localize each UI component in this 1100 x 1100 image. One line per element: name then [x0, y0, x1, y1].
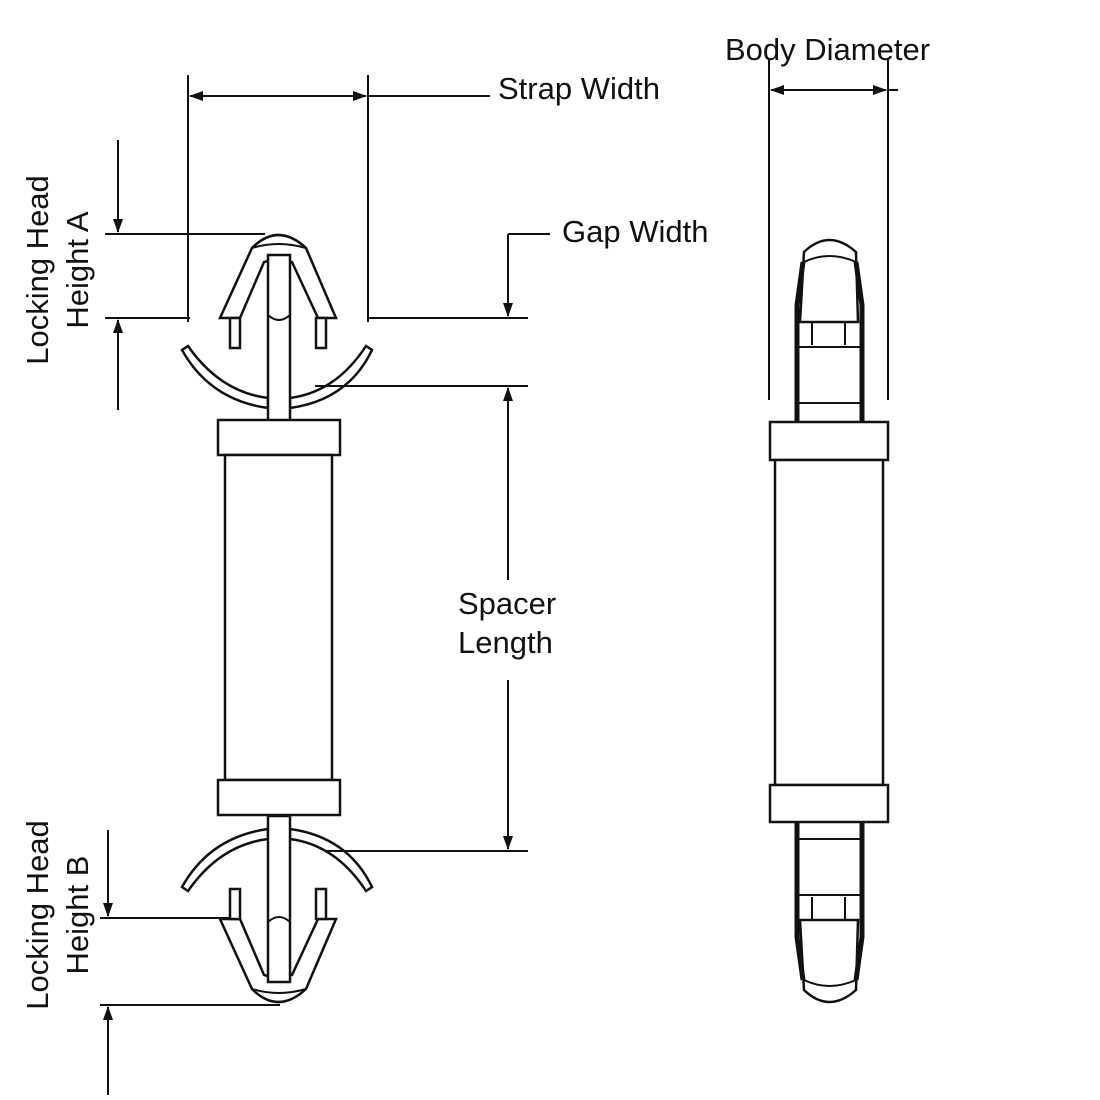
top-locking-head [180, 233, 374, 423]
spacer-length-label-2: Length [458, 625, 553, 660]
head-a-label-1: Locking Head [20, 175, 55, 365]
side-view-spacer [768, 240, 890, 1002]
head-a-label-2: Height A [60, 211, 95, 329]
spacer-body [223, 453, 334, 782]
top-collar [216, 418, 342, 457]
side-top-collar [768, 420, 890, 462]
strap-width-dimension: Strap Width [187, 71, 660, 322]
spacer-length-label-1: Spacer [458, 586, 556, 621]
strap-width-label: Strap Width [498, 71, 660, 106]
bottom-collar [216, 778, 342, 817]
front-view-spacer [180, 233, 374, 1004]
body-diameter-dimension: Body Diameter [725, 32, 930, 400]
gap-width-label: Gap Width [562, 214, 708, 249]
spacer-length-dimension: Spacer Length [315, 385, 556, 852]
side-bottom-collar [768, 783, 890, 824]
body-diameter-label: Body Diameter [725, 32, 930, 67]
side-body [773, 458, 885, 787]
head-b-label-2: Height B [60, 856, 95, 975]
side-bottom-head [797, 820, 862, 1002]
gap-width-dimension: Gap Width [368, 214, 708, 319]
head-height-a-dimension: Locking Head Height A [20, 140, 265, 410]
side-top-head [797, 240, 862, 422]
bottom-locking-head [180, 814, 374, 1004]
head-b-label-1: Locking Head [20, 820, 55, 1010]
head-height-b-dimension: Locking Head Height B [20, 820, 280, 1095]
